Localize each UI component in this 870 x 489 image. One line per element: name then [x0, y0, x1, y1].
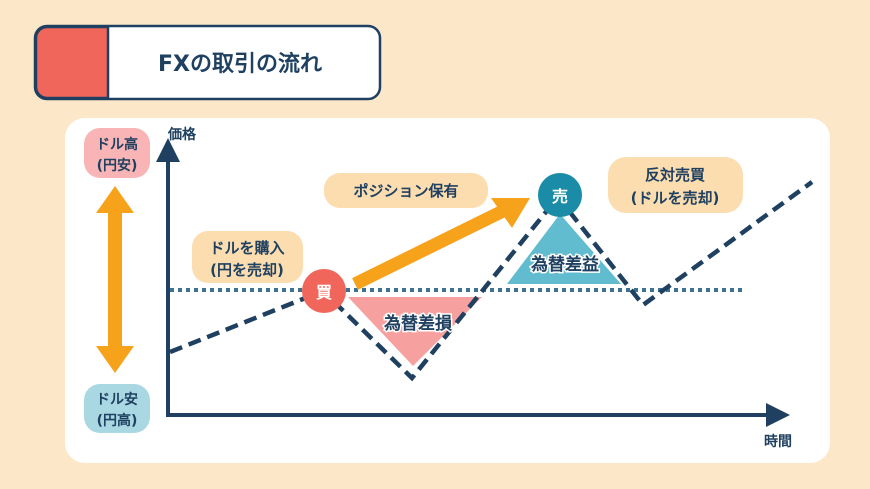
price-path	[169, 180, 814, 382]
svg-text:ポジション保有: ポジション保有	[353, 182, 458, 200]
title-box: FXの取引の流れ	[33, 24, 382, 101]
svg-text:(円高): (円高)	[97, 412, 138, 429]
hold-callout: ポジション保有	[324, 173, 488, 208]
holding-arrow-icon	[352, 198, 530, 290]
x-axis-label: 時間	[764, 433, 792, 450]
buy-action-callout: ドルを購入 (円を売却)	[192, 231, 303, 283]
loss-area	[348, 297, 482, 366]
reverse-trade-callout: 反対売買 (ドルを売却)	[608, 157, 743, 213]
dollar-low-badge: ドル安 (円高)	[84, 384, 150, 433]
buy-marker: 買	[302, 269, 346, 313]
profit-label: 為替差益	[531, 254, 599, 275]
sell-marker: 売	[538, 173, 582, 217]
svg-text:買: 買	[316, 283, 332, 302]
loss-label: 為替差損	[384, 313, 453, 334]
svg-text:(円安): (円安)	[97, 157, 138, 174]
svg-text:反対売買: 反対売買	[645, 166, 705, 184]
dollar-high-badge: ドル高 (円安)	[84, 128, 150, 178]
svg-text:売: 売	[552, 187, 568, 206]
svg-text:ドル高: ドル高	[96, 136, 138, 153]
profit-area	[507, 214, 621, 284]
page-title: FXの取引の流れ	[158, 51, 322, 77]
title-accent-block	[34, 25, 110, 100]
double-arrow-icon	[96, 186, 134, 373]
svg-text:ドルを購入: ドルを購入	[209, 239, 284, 257]
svg-text:(ドルを売却): (ドルを売却)	[631, 189, 720, 207]
y-axis-label: 価格	[167, 126, 197, 143]
svg-text:ドル安: ドル安	[96, 391, 138, 408]
svg-text:(円を売却): (円を売却)	[210, 261, 284, 279]
